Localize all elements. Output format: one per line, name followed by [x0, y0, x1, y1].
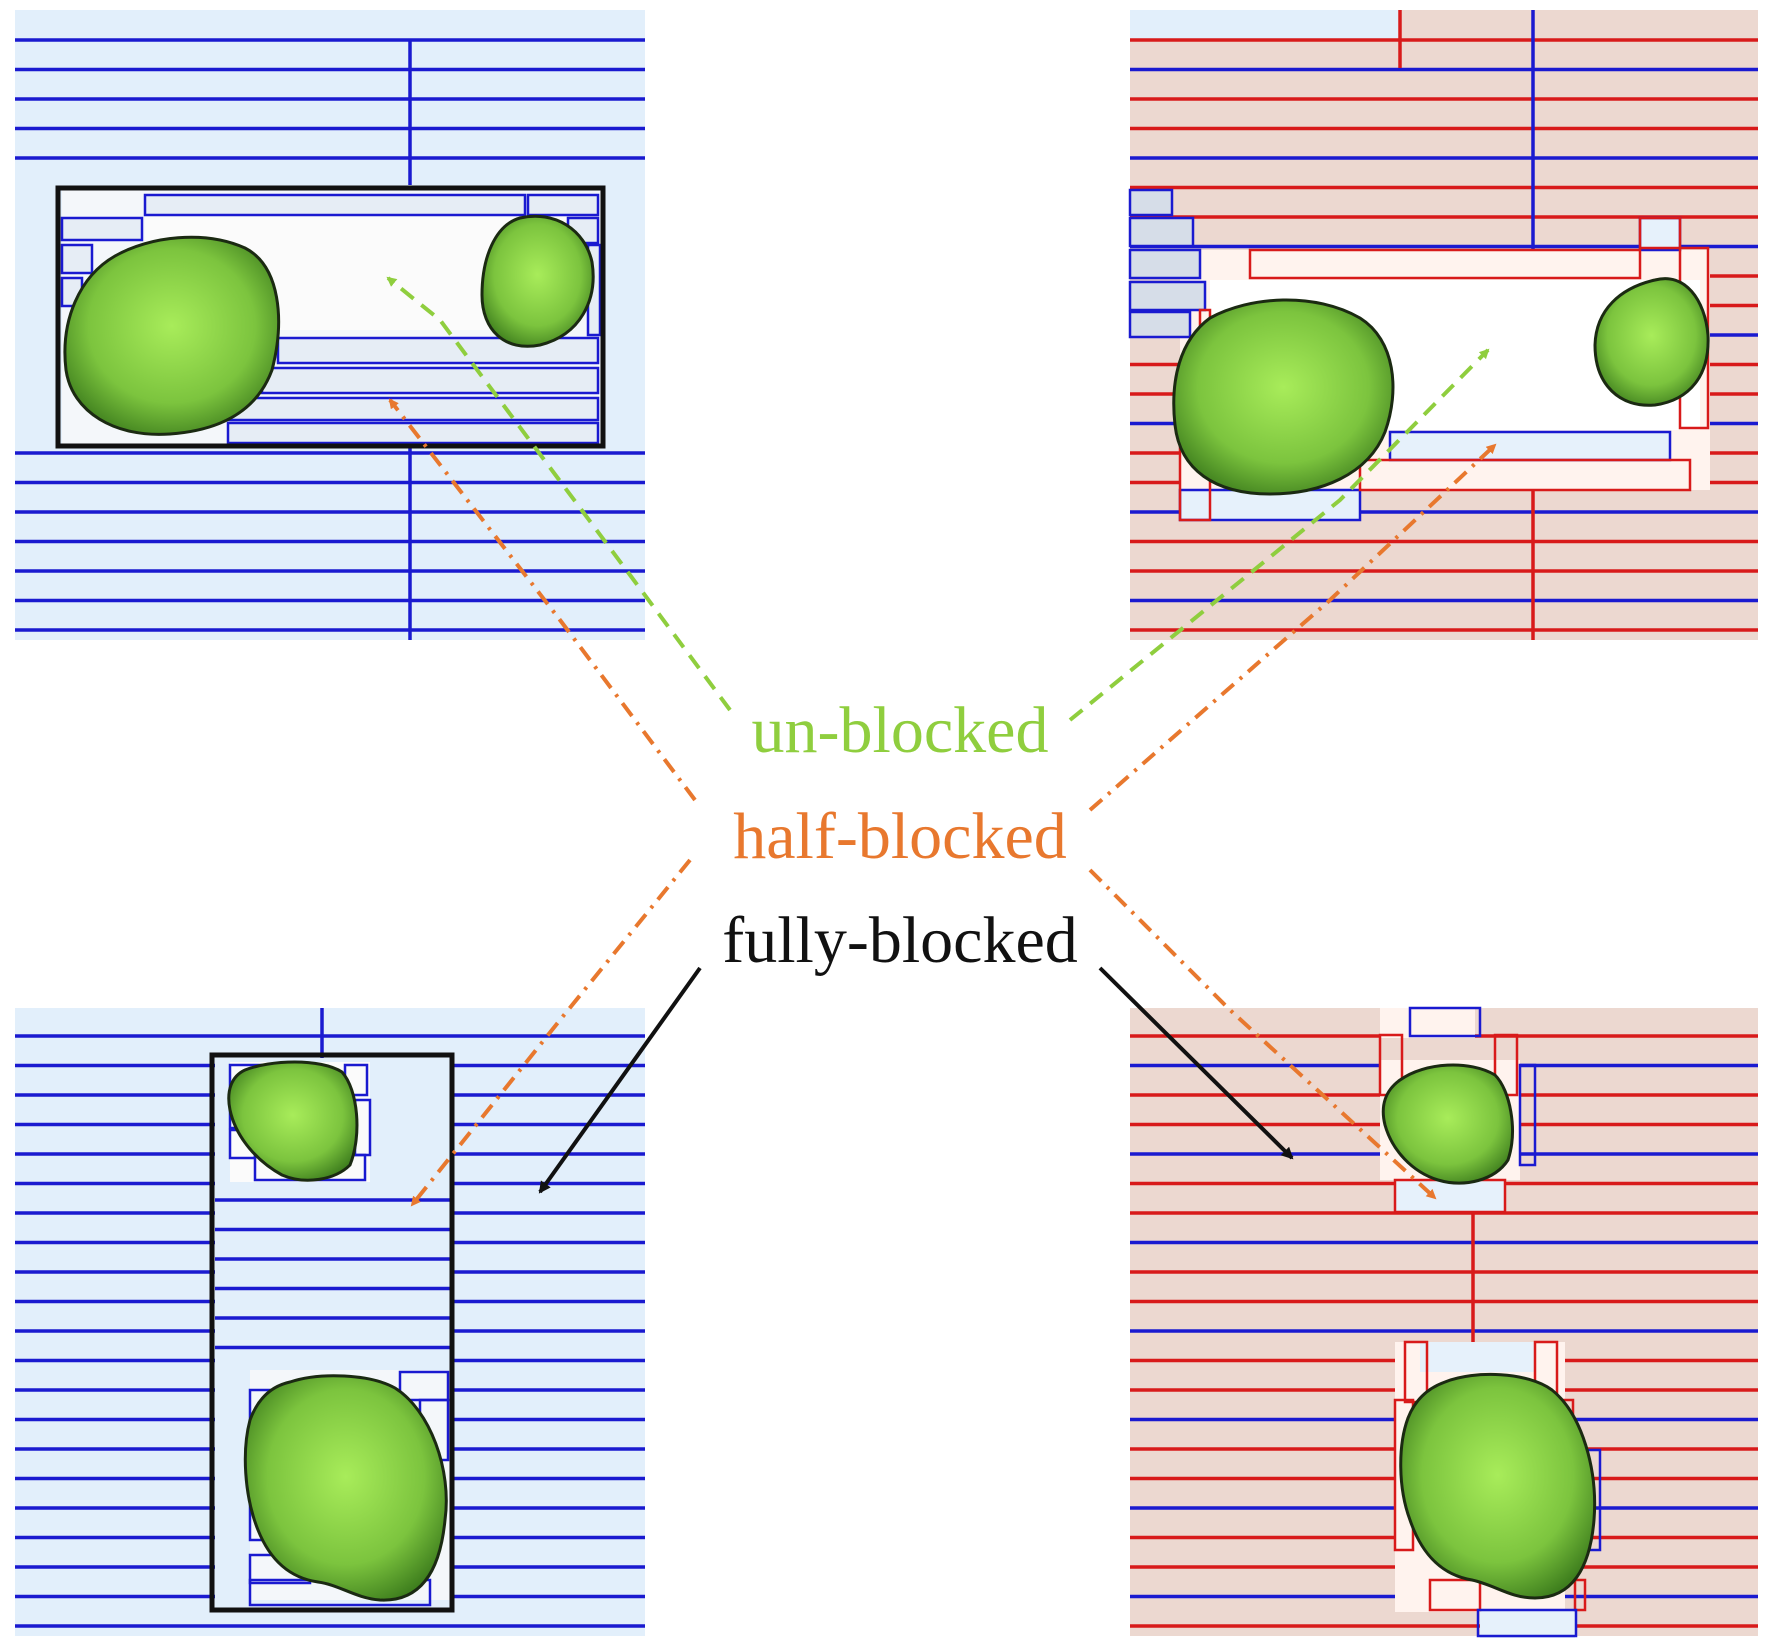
obstacle-blob: [1381, 1063, 1514, 1185]
obstacle-blob: [480, 214, 595, 348]
bounding-box: [209, 1052, 455, 1613]
obstacle-blob: [227, 1060, 359, 1182]
half-blocked-arrow: [388, 398, 697, 802]
panel-top-right: [1128, 10, 1758, 640]
cleared-region: [1480, 1610, 1575, 1638]
obstacle-blob: [243, 1374, 448, 1602]
half-blocked-arrow: [410, 858, 692, 1207]
obstacle-blob: [1593, 277, 1710, 407]
grid-lines: [15, 38, 645, 632]
label-half-blocked: half-blocked: [733, 800, 1067, 873]
fully-blocked-arrow: [538, 966, 702, 1194]
panel-bottom-left: [15, 1008, 645, 1636]
half-blocked-arrow: [1088, 443, 1497, 812]
arrows: [386, 276, 1497, 1207]
grid-lines: [15, 1034, 645, 1628]
obstacle-blob: [1399, 1373, 1597, 1600]
label-unblocked: un-blocked: [752, 694, 1049, 767]
region-cells: [1128, 188, 1207, 339]
bounding-box: [55, 185, 606, 449]
unblocked-arrow: [386, 276, 732, 712]
cleared-region: [1380, 1008, 1475, 1038]
obstacle-blob: [1172, 298, 1395, 496]
obstacle-blob: [63, 235, 281, 436]
cleared-region: [1420, 1342, 1535, 1372]
cleared-region: [1395, 1180, 1505, 1212]
region-cells: [60, 193, 602, 445]
labels: un-blocked half-blocked fully-blocked: [722, 694, 1078, 977]
panel-background: [1130, 10, 1400, 40]
panel-top-left: [15, 10, 645, 640]
label-fully-blocked: fully-blocked: [722, 904, 1078, 977]
panel-bottom-right: [1130, 1006, 1758, 1638]
unblocked-arrow: [1068, 348, 1490, 722]
fully-blocked-arrow: [1098, 966, 1294, 1160]
